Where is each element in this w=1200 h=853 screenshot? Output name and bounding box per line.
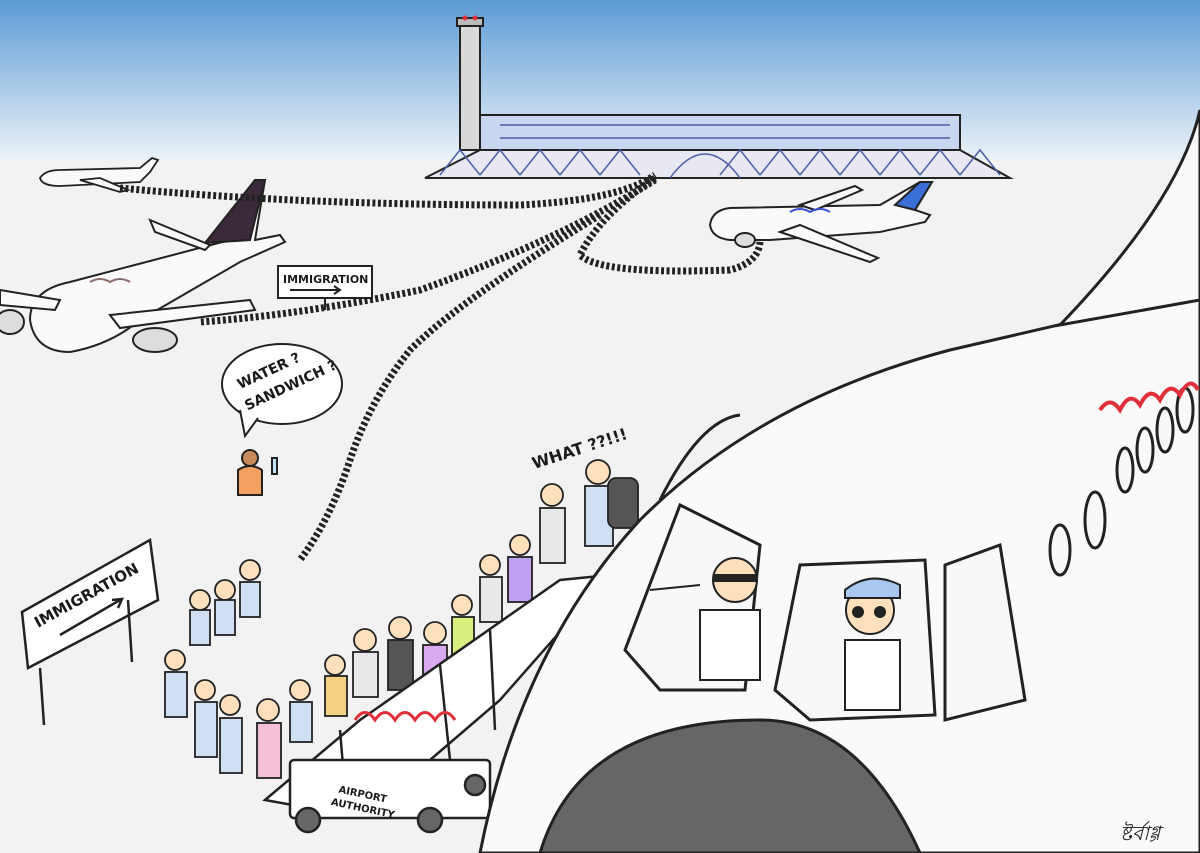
airplane-right bbox=[708, 181, 934, 264]
airplane-left bbox=[0, 179, 287, 354]
control-tower bbox=[456, 15, 484, 151]
pilot-left bbox=[649, 557, 761, 681]
pilot-right bbox=[844, 577, 901, 711]
far-immigration-sign bbox=[277, 265, 373, 310]
artist-signature: ষ্টর্বাগ্গ bbox=[1120, 821, 1164, 845]
vendor-speech-bubble bbox=[221, 343, 343, 439]
passenger-queue bbox=[119, 172, 764, 563]
staircase-truck bbox=[262, 573, 614, 834]
crowd bbox=[164, 459, 639, 779]
foreground-airplane bbox=[478, 109, 1200, 853]
vendor bbox=[237, 449, 278, 496]
immigration-sign bbox=[20, 538, 160, 726]
terminal-building bbox=[424, 114, 1014, 179]
far-sign-text: IMMIGRATION bbox=[283, 273, 368, 286]
